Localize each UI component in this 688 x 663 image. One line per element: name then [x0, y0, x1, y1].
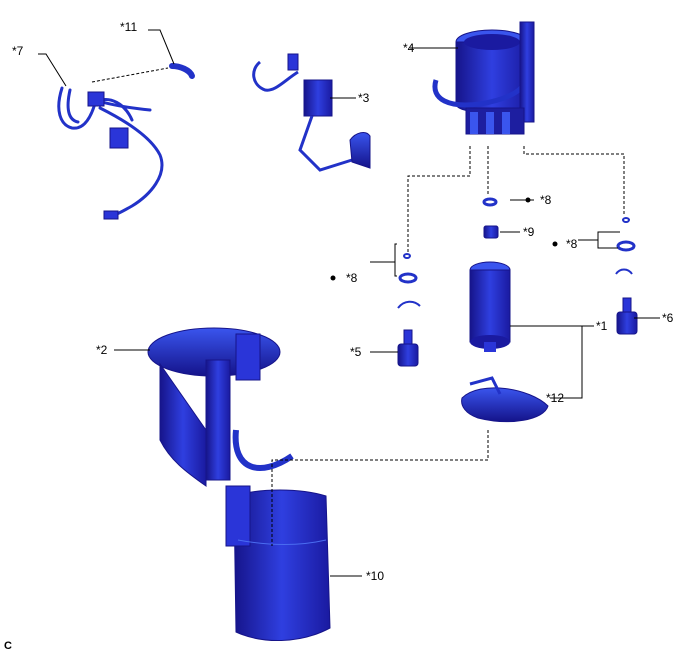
- small-hose-part: [169, 63, 195, 79]
- label-6: *6: [662, 311, 674, 325]
- retaining-clip-parts: [397, 268, 633, 309]
- label-4: *4: [403, 41, 415, 55]
- label-8-right: *8: [566, 237, 578, 251]
- filter-sleeve-part: [225, 485, 331, 642]
- label-12: *12: [546, 391, 565, 405]
- fuel-pump-part: [469, 261, 511, 352]
- bullet-dots: [330, 197, 558, 281]
- label-1: *1: [596, 319, 608, 333]
- corner-mark: C: [4, 640, 12, 652]
- label-10: *10: [366, 569, 385, 583]
- o-ring-parts: [398, 197, 636, 284]
- label-3: *3: [358, 91, 370, 105]
- pump-upper-part: [432, 21, 535, 135]
- pump-base-part: [461, 376, 549, 423]
- dashed-guide-lines: [91, 67, 625, 546]
- label-11: *11: [120, 20, 138, 34]
- leader-lines: [38, 29, 660, 577]
- label-8-center: *8: [540, 193, 552, 207]
- connector-right-part: [616, 297, 638, 335]
- pump-housing-part: [147, 327, 294, 487]
- label-7: *7: [12, 44, 24, 58]
- wire-harness-part: [57, 86, 164, 220]
- label-5: *5: [350, 345, 362, 359]
- label-2: *2: [96, 343, 108, 357]
- label-8-left: *8: [346, 271, 358, 285]
- sender-gauge-part: [252, 53, 371, 172]
- collar-part: [483, 225, 499, 239]
- label-9: *9: [523, 225, 535, 239]
- connector-left-part: [397, 329, 419, 367]
